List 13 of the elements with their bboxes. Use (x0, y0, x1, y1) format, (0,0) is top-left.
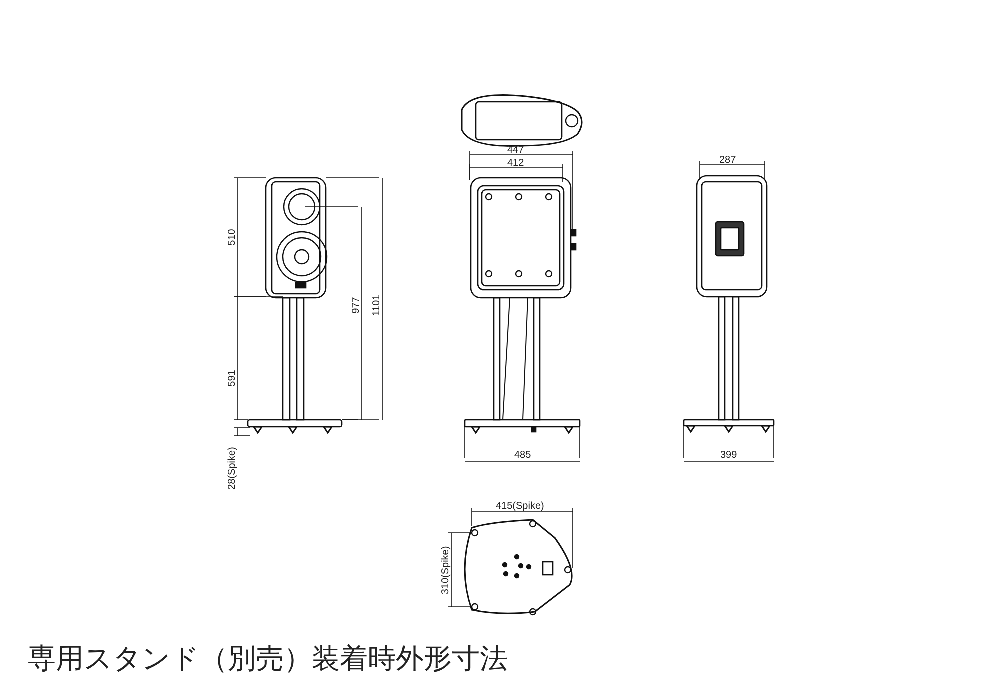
dimension-value: 510 (226, 228, 238, 246)
dimension-value: 28(Spike) (226, 446, 238, 490)
dimension-value: 287 (720, 154, 736, 166)
dimension-value: 310(Spike) (440, 546, 452, 594)
dimension-value: 977 (350, 296, 362, 314)
dimension-value: 412 (508, 158, 524, 168)
dimension-value: 399 (720, 450, 738, 460)
dimension-value: 591 (226, 370, 238, 386)
dimension-value: 447 (508, 144, 524, 156)
dimension-value: 1101 (371, 294, 382, 316)
dimension-value: 415(Spike) (496, 500, 544, 512)
caption: 専用スタンド（別売）装着時外形寸法 (28, 642, 508, 676)
dimension-value: 485 (514, 450, 532, 460)
